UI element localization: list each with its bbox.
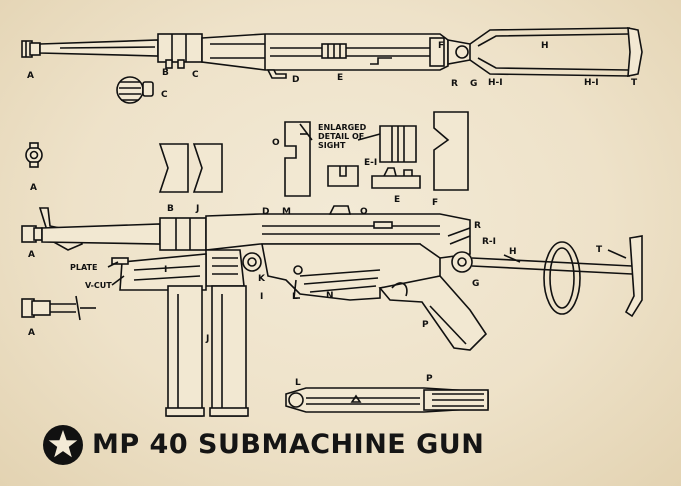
label-t-top: T [631,78,638,88]
annotations: ENLARGED DETAIL OF SIGHT PLATE V-CUT [70,123,367,290]
label-m-side: M [282,207,291,217]
annotation-vcut: V-CUT [85,281,112,290]
label-h-side: H [509,247,517,257]
label-c-part: C [161,90,168,100]
label-c-top: C [192,70,199,80]
label-e1: E-I [364,158,377,168]
label-o-side: O [360,207,368,217]
label-r-top: R [451,79,458,89]
page-title: MP 40 SUBMACHINE GUN [92,429,485,460]
part-a-ring [25,142,43,168]
top-view-weapon [21,27,643,79]
label-f-side: F [432,198,438,208]
label-k-side: K [258,274,266,284]
part-c-detail [116,76,154,104]
part-a-side [21,295,96,321]
annotation-sight-3: SIGHT [318,141,346,150]
star-in-circle-emblem [43,425,83,465]
label-g-side: G [472,279,479,289]
cross-sections-b-j [158,143,223,193]
label-e-sight: E [394,195,400,205]
label-p-side: P [422,320,429,330]
label-a-side: A [28,250,35,260]
annotation-sight-1: ENLARGED [318,123,367,132]
label-a-ring: A [30,183,37,193]
label-g-top: G [470,79,477,89]
label-h1-right: H-I [584,78,599,88]
label-h1-top: H-I [488,78,503,88]
label-d-side: D [262,207,269,217]
enlarged-sight-detail [327,125,421,189]
side-view-weapon [21,205,643,417]
label-f-top: F [438,41,444,51]
label-l-side: L [292,292,298,302]
label-b-top: B [162,68,169,78]
label-h-top: H [541,41,549,51]
annotation-sight-2: DETAIL OF [318,132,364,141]
label-p-bottom: P [426,374,433,384]
annotation-plate: PLATE [70,263,97,272]
part-labels: A B C C D E F H R G H-I H-I T A B J O D … [27,41,638,388]
label-t-side: T [596,245,603,255]
label-e-top: E [337,73,343,83]
section-f [433,111,469,191]
label-a-top: A [27,71,34,81]
label-d-top: D [292,75,299,85]
label-i-side: I [164,265,167,275]
bottom-grip-detail [285,387,489,413]
sight-section-o [284,121,311,197]
label-r-side: R [474,221,481,231]
label-o-section: O [272,138,280,148]
label-j-side: J [195,204,199,214]
label-l-bottom: L [295,378,301,388]
label-j-mag: J [205,334,209,344]
label-n-side: N [326,291,334,301]
label-a-lower: A [28,328,35,338]
label-i-lower: I [260,292,263,302]
leader-lines [107,123,627,286]
label-r1-side: R-I [482,237,496,247]
label-b-side: B [167,204,174,214]
